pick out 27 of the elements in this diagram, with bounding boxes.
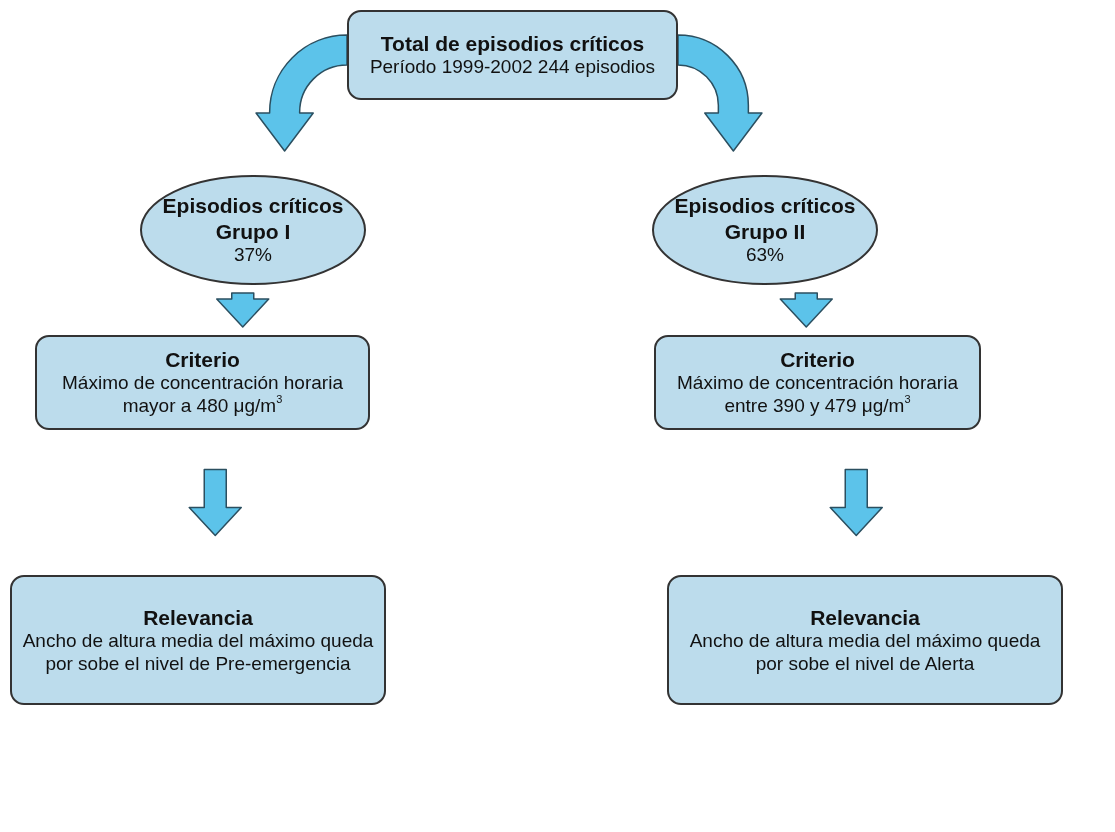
node-heading: Criterio <box>780 347 855 373</box>
group-ellipse <box>652 175 878 285</box>
process-box <box>347 10 678 100</box>
block-arrow <box>188 468 242 537</box>
block-arrow <box>779 292 833 328</box>
node-heading: Criterio <box>165 347 240 373</box>
node-text: 37% <box>234 243 272 267</box>
node-text: Ancho de altura media del máximo queda por sobe el nivel de Pre-emergencia <box>22 629 374 676</box>
node-heading: Relevancia <box>143 604 253 630</box>
node-heading: Episodios críticos Grupo II <box>673 193 857 244</box>
block-arrow <box>216 292 270 328</box>
block-arrow <box>255 34 348 152</box>
block-arrow <box>677 34 763 152</box>
group-ellipse <box>140 175 366 285</box>
node-text: 63% <box>746 243 784 267</box>
process-box <box>654 335 981 430</box>
node-text: Ancho de altura media del máximo queda por sobe el nivel de Alerta <box>688 629 1042 676</box>
process-box <box>35 335 370 430</box>
node-text: Máximo de concentración horaria entre 390 y 479 μg/m$^{3}$ <box>676 372 959 418</box>
node-heading: Relevancia <box>810 604 920 630</box>
node-text: Máximo de concentración horaria mayor a 480 μg/m$^{3}$ <box>61 372 344 418</box>
block-arrow <box>829 468 883 537</box>
process-box <box>667 575 1063 705</box>
node-heading: Episodios críticos Grupo I <box>161 193 345 244</box>
node-heading: Total de episodios críticos <box>380 31 645 57</box>
process-box <box>10 575 386 705</box>
node-text: Período 1999-2002 244 episodios <box>369 56 656 79</box>
